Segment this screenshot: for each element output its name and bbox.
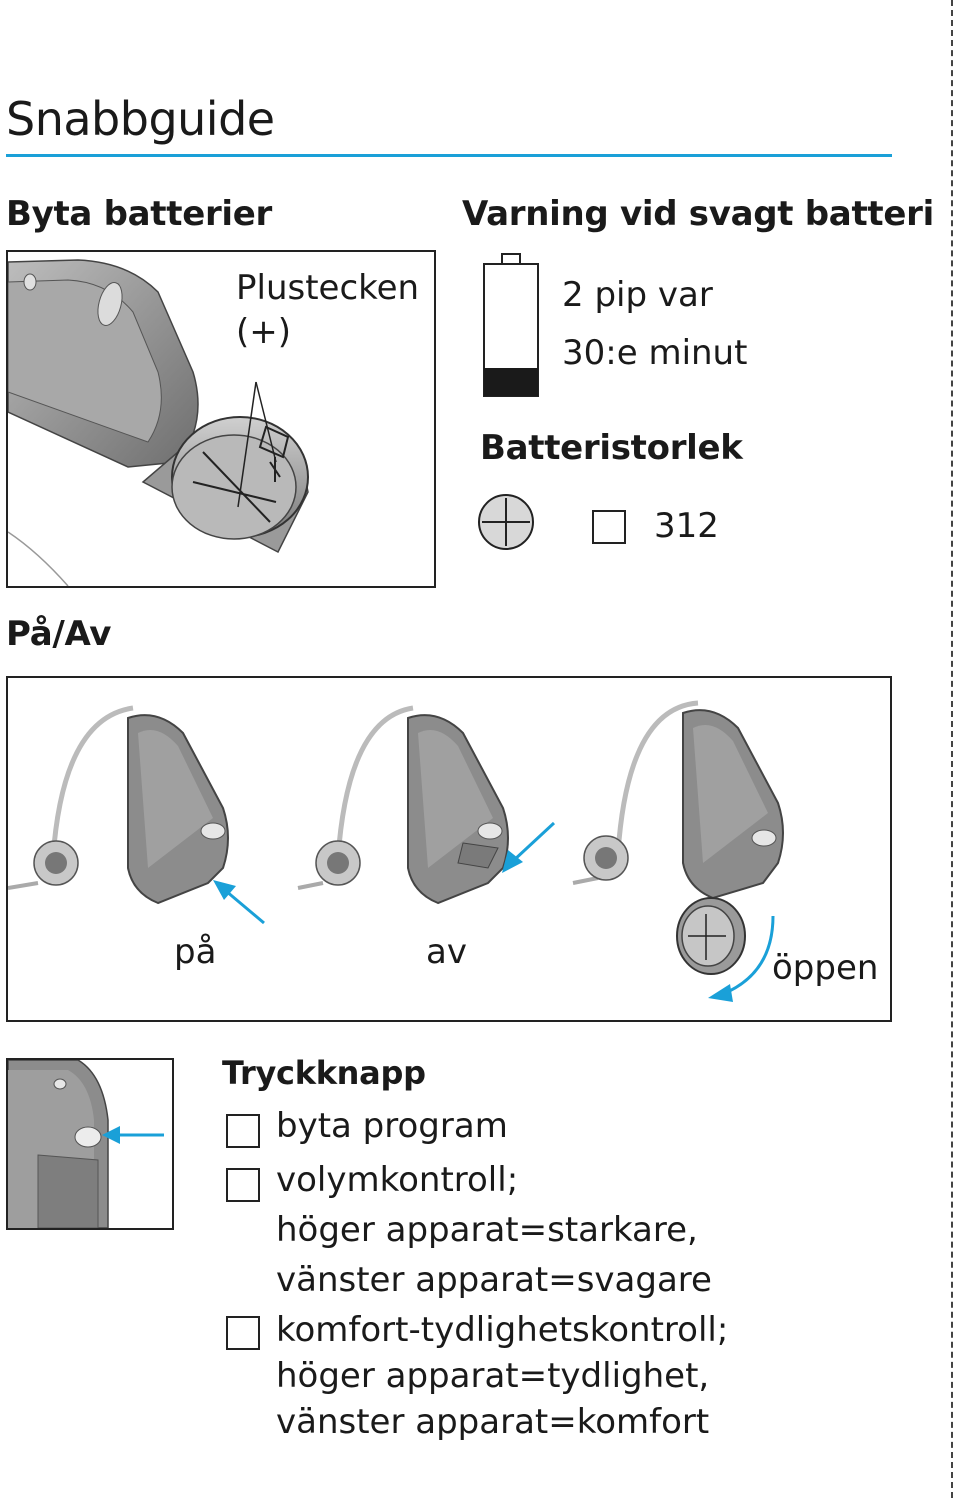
- push-button-heading: Tryckknapp: [222, 1054, 426, 1092]
- low-battery-line2: 30:e minut: [562, 333, 748, 373]
- on-off-heading: På/Av: [6, 614, 112, 654]
- low-battery-text: 2 pip var 30:e minut: [562, 266, 747, 382]
- battery-plus-icon: [476, 492, 536, 552]
- option-volume-line2: höger apparat=starkare,: [276, 1210, 698, 1250]
- plus-sign-label: Plustecken (+): [236, 266, 419, 354]
- battery-change-illustration: Plustecken (+): [6, 250, 436, 588]
- option-comfort-line3: vänster apparat=komfort: [276, 1402, 710, 1442]
- page-title: Snabbguide: [6, 92, 275, 146]
- device-open-image: [572, 700, 784, 1002]
- plus-label-line2: (+): [236, 312, 292, 352]
- battery-change-heading: Byta batterier: [6, 194, 273, 234]
- battery-door-image: [8, 259, 309, 586]
- battery-size-value: 312: [654, 506, 719, 546]
- option-comfort-line1: komfort-tydlighetskontroll;: [276, 1310, 729, 1350]
- low-battery-heading: Varning vid svagt batteri: [462, 194, 934, 234]
- option-comfort-checkbox[interactable]: [226, 1316, 260, 1350]
- plus-label-line1: Plustecken: [236, 268, 420, 308]
- cut-line: [951, 0, 953, 1498]
- option-volume-line1: volymkontroll;: [276, 1160, 519, 1200]
- on-off-illustration: på av öppen: [6, 676, 892, 1022]
- on-label: på: [174, 932, 217, 972]
- on-off-devices-image: [8, 700, 784, 1002]
- option-change-program-checkbox[interactable]: [226, 1114, 260, 1148]
- low-battery-line1: 2 pip var: [562, 275, 713, 315]
- push-button-illustration: [6, 1058, 174, 1230]
- battery-size-heading: Batteristorlek: [480, 428, 743, 468]
- battery-low-icon: [478, 252, 542, 402]
- option-volume-checkbox[interactable]: [226, 1168, 260, 1202]
- off-label: av: [426, 932, 467, 972]
- option-change-program: byta program: [276, 1106, 508, 1146]
- device-on-image: [8, 705, 265, 925]
- battery-size-checkbox[interactable]: [592, 510, 626, 544]
- option-comfort-line2: höger apparat=tydlighet,: [276, 1356, 710, 1396]
- option-volume-line3: vänster apparat=svagare: [276, 1260, 712, 1300]
- push-button-image: [8, 1060, 164, 1228]
- title-rule: [6, 154, 892, 157]
- device-off-image: [297, 705, 556, 905]
- open-label: öppen: [772, 948, 879, 988]
